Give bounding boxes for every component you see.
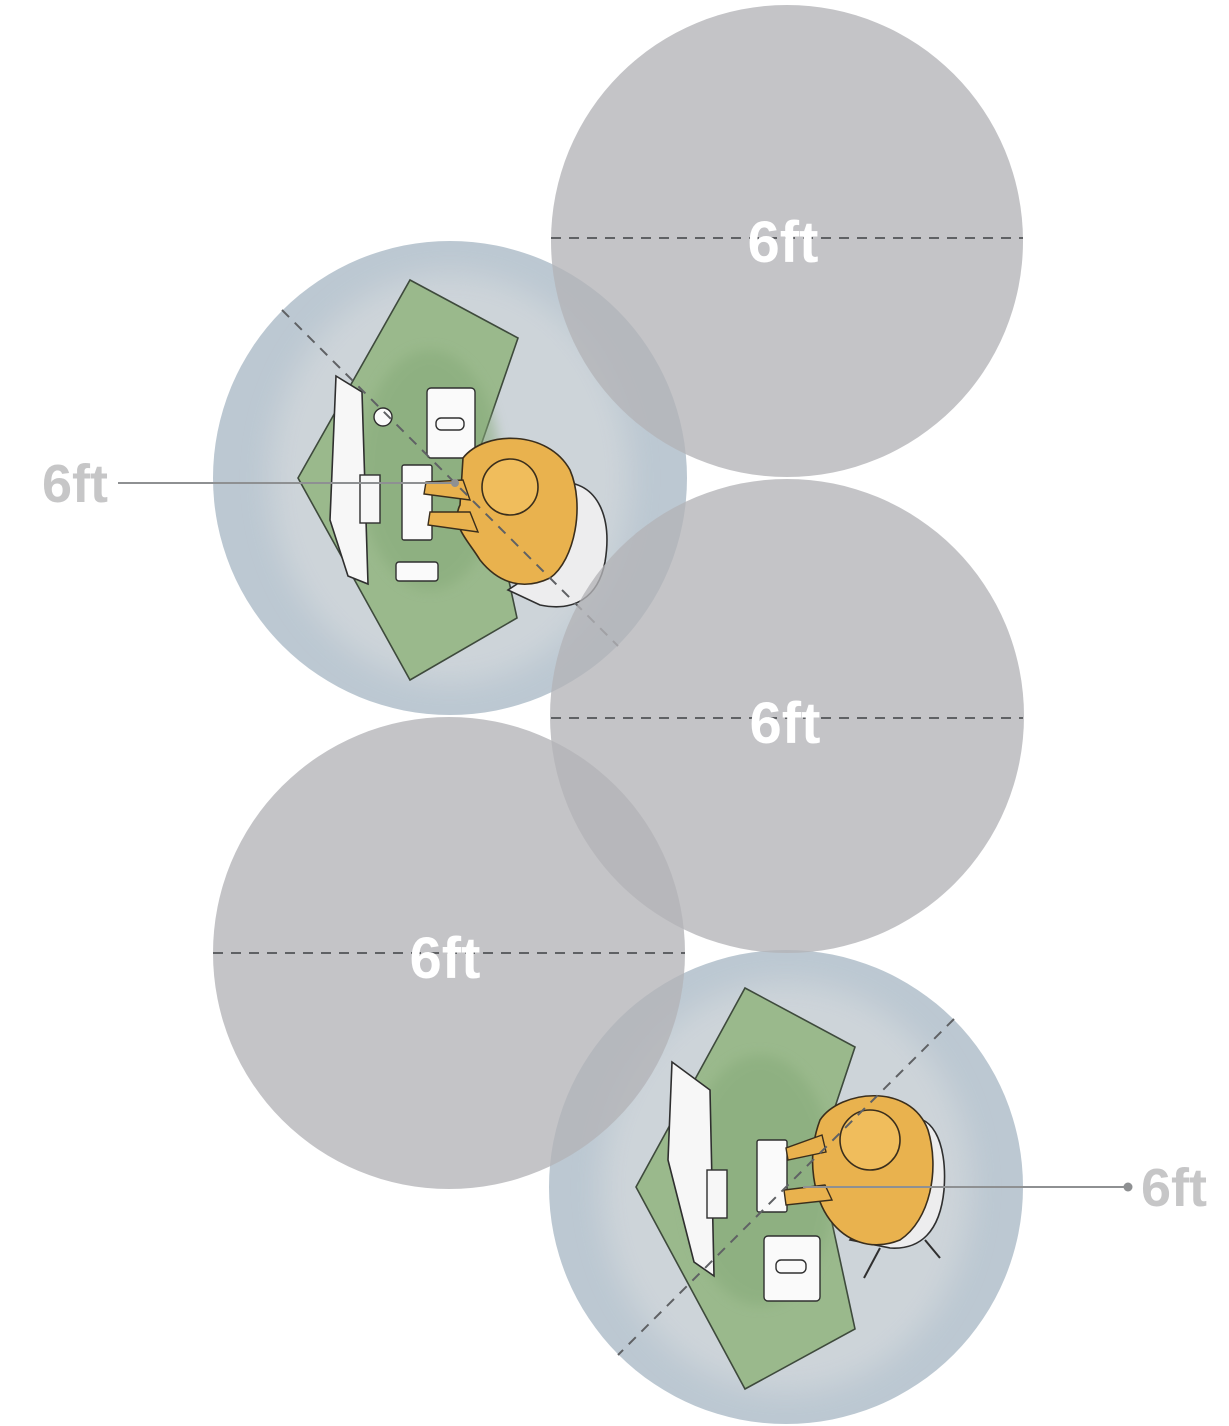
keyboard [402,465,432,540]
zone-lower: 6ft [213,717,685,1189]
zone-label: 6ft [410,926,481,991]
person-head [482,459,538,515]
zone-label: 6ft [748,210,819,275]
callout-dot [451,479,459,487]
phone [396,562,438,581]
callout-label: 6ft [1141,1158,1207,1218]
notepad [764,1236,820,1301]
zone-top: 6ft [551,5,1023,477]
callout-dot [1124,1183,1133,1192]
notepad [427,388,475,458]
callout-label: 6ft [42,454,108,514]
zone-label: 6ft [750,691,821,756]
person-head [840,1110,900,1170]
